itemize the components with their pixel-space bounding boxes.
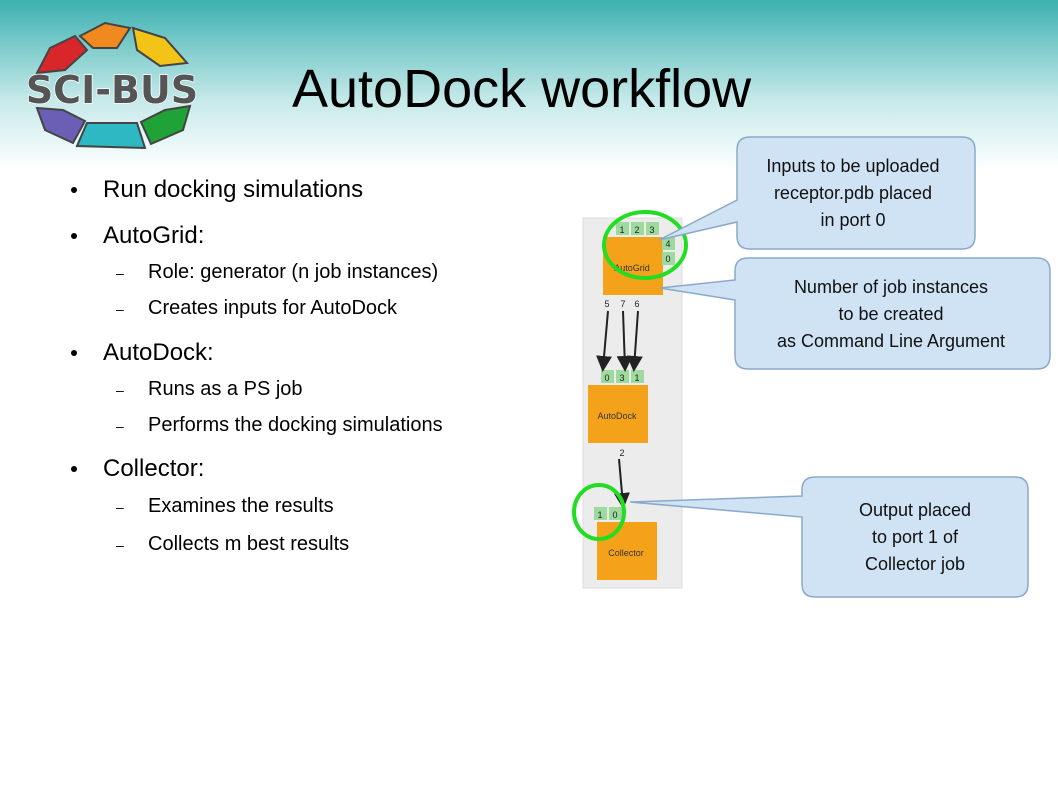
bullet-dot	[71, 233, 77, 239]
callout-text: Collector job	[865, 554, 965, 574]
callout-inputs: Inputs to be uploaded receptor.pdb place…	[658, 136, 976, 250]
bullet-dot	[71, 187, 77, 193]
connection-arrow	[616, 310, 633, 372]
sub-bullet-item: –Performs the docking simulations	[116, 414, 443, 436]
bullet-item: AutoDock:	[71, 339, 214, 367]
port-label: 0	[665, 254, 670, 264]
port-label: 2	[634, 225, 639, 235]
port-label: 0	[612, 510, 617, 520]
sub-bullet-item: –Examines the results	[116, 495, 334, 517]
sub-bullet-item: –Creates inputs for AutoDock	[116, 297, 398, 319]
callout-text: Number of job instances	[794, 277, 988, 297]
bullet-item: Collector:	[71, 455, 205, 483]
port-label: 2	[619, 448, 624, 458]
sub-bullet-text: Performs the docking simulations	[148, 414, 443, 436]
callout-text: to port 1 of	[872, 527, 959, 547]
job-autodock[interactable]: 0 3 1 AutoDock 2	[588, 370, 648, 458]
port-label: 6	[634, 299, 639, 309]
bullet-text: AutoDock:	[103, 339, 214, 366]
bullet-text: AutoGrid:	[103, 222, 205, 249]
port-label: 7	[620, 299, 625, 309]
sub-bullet-text: Examines the results	[148, 495, 334, 517]
callout-text: as Command Line Argument	[777, 331, 1005, 351]
sub-bullet-item: –Collects m best results	[116, 533, 350, 555]
highlight-circle	[602, 210, 688, 280]
job-label: Collector	[608, 548, 644, 558]
port-label: 5	[604, 299, 609, 309]
sub-bullet-item: –Role: generator (n job instances)	[116, 261, 439, 283]
port-label: 3	[649, 225, 654, 235]
logo-text: SCI-BUS	[26, 68, 198, 112]
page-title: AutoDock workflow	[292, 59, 752, 119]
port-label: 1	[619, 225, 624, 235]
callout-text: in port 0	[820, 210, 885, 230]
bullet-item: Run docking simulations	[71, 176, 364, 204]
connection-arrow	[626, 310, 643, 372]
port-label: 3	[619, 373, 624, 383]
sci-bus-logo: SCI-BUS	[25, 21, 199, 150]
bullet-dot	[71, 350, 77, 356]
callout-text: Output placed	[859, 500, 971, 520]
highlight-circle	[572, 483, 626, 541]
bullet-text: Run docking simulations	[103, 176, 364, 203]
job-label: AutoDock	[597, 411, 637, 421]
job-collector[interactable]: 1 0 Collector	[594, 507, 657, 580]
callout-output: Output placed to port 1 of Collector job	[629, 476, 1029, 598]
bullet-text: Collector:	[103, 455, 205, 482]
port-label: 4	[665, 239, 670, 249]
port-label: 1	[597, 510, 602, 520]
callout-job-instances: Number of job instances to be created as…	[659, 257, 1051, 370]
bullet-item: AutoGrid:	[71, 222, 205, 250]
callout-text: receptor.pdb placed	[774, 183, 932, 203]
sub-bullet-text: Runs as a PS job	[148, 378, 303, 400]
sub-bullet-item: –Runs as a PS job	[116, 378, 303, 400]
callout-text: to be created	[838, 304, 943, 324]
sub-bullet-text: Creates inputs for AutoDock	[148, 297, 398, 319]
sub-bullet-text: Role: generator (n job instances)	[148, 261, 439, 283]
bullet-dot	[71, 466, 77, 472]
port-label: 1	[634, 373, 639, 383]
connection-arrow	[596, 310, 613, 372]
port-label: 0	[604, 373, 609, 383]
job-label: AutoGrid	[614, 263, 650, 273]
sub-bullet-text: Collects m best results	[148, 533, 350, 555]
callout-text: Inputs to be uploaded	[766, 156, 939, 176]
